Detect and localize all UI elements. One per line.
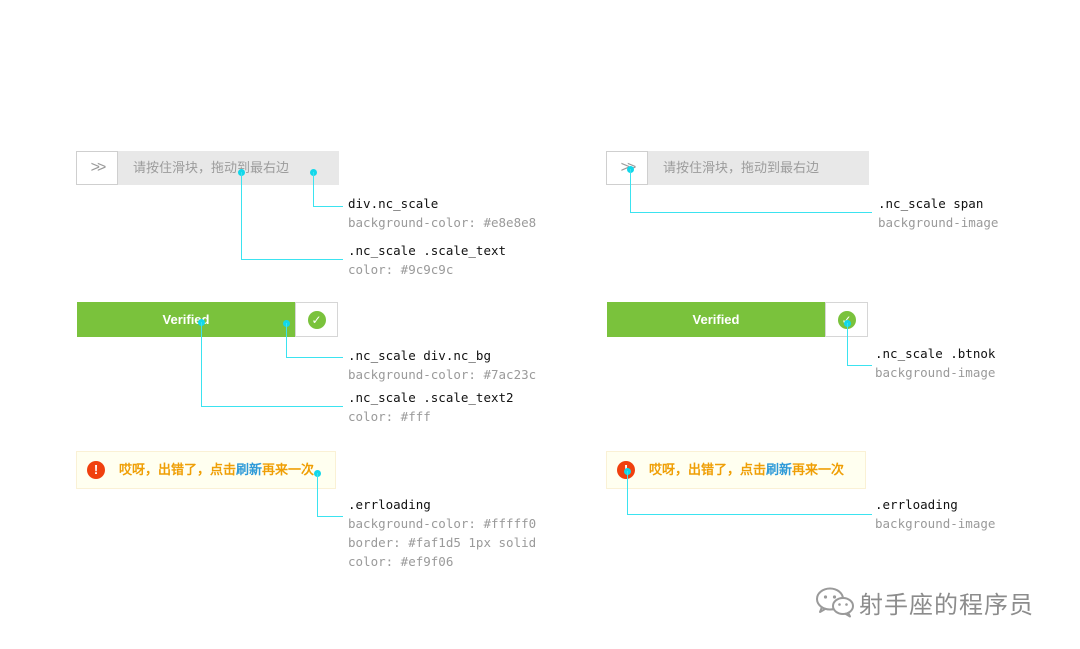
pointer-line [201,322,202,407]
watermark: 射手座的程序员 [815,582,1034,622]
refresh-link[interactable]: 刷新 [766,462,793,477]
note-property: background-color: #e8e8e8 [348,215,537,230]
verified-bar-left: Verified ✓ [77,302,338,337]
error-text: 哎呀，出错了，点击刷新再来一次 [119,452,314,488]
pointer-line [630,169,631,213]
error-text-before: 哎呀，出错了，点击 [649,462,767,477]
error-text-after: 再来一次 [792,462,845,477]
note-nc-scale: div.nc_scale background-color: #e8e8e8 [348,194,536,232]
verified-bar-right: Verified ✓ [607,302,868,337]
error-icon: ! [87,461,105,479]
check-circle-icon: ✓ [837,310,856,329]
pointer-line [317,516,343,517]
note-property: background-color: #fffff0 [348,516,537,531]
error-text-after: 再来一次 [262,462,315,477]
slider-handle[interactable]: >> [76,151,118,185]
note-selector: .nc_scale .scale_text2 [348,390,514,405]
scale-text: 请按住滑块，拖动到最右边 [133,160,290,175]
note-selector: .nc_scale .scale_text [348,243,507,258]
note-property: color: #fff [348,409,431,424]
note-btnok: .nc_scale .btnok background-image [875,344,995,382]
pointer-line [241,259,343,260]
refresh-link[interactable]: 刷新 [236,462,263,477]
pointer-line [847,365,872,366]
note-property: color: #9c9c9c [348,262,454,277]
note-property: background-image [878,215,999,230]
slider-right: >> 请按住滑块，拖动到最右边 [606,151,869,185]
nc-bg: Verified [607,302,825,337]
note-errloading-right: .errloading background-image [875,495,995,533]
pointer-line [241,172,242,260]
wechat-logo-icon [816,587,854,618]
pointer-line [317,473,318,517]
pointer-line [286,323,287,358]
pointer-line [627,514,872,515]
pointer-line [630,212,872,213]
scale-text2: Verified [692,312,740,327]
error-text-before: 哎呀，出错了，点击 [119,462,237,477]
error-text: 哎呀，出错了，点击刷新再来一次 [649,452,844,488]
slider-left: >> 请按住滑块，拖动到最右边 [76,151,339,185]
note-errloading-left: .errloading background-color: #fffff0 bo… [348,495,536,571]
pointer-line [847,323,848,366]
scale-text2: Verified [162,312,210,327]
watermark-text: 射手座的程序员 [859,590,1034,619]
pointer-line [201,406,343,407]
pointer-line [627,471,628,515]
check-circle-icon: ✓ [307,310,326,329]
note-property: background-image [875,516,996,531]
errloading-right: ! 哎呀，出错了，点击刷新再来一次 [606,451,866,489]
scale-text: 请按住滑块，拖动到最右边 [663,160,820,175]
pointer-line [313,206,343,207]
note-selector: .errloading [348,497,431,512]
note-span: .nc_scale span background-image [878,194,998,232]
note-property: background-image [875,365,996,380]
note-property: border: #faf1d5 1px solid [348,535,537,550]
nc-bg: Verified [77,302,295,337]
btnok: ✓ [825,302,868,337]
note-property: color: #ef9f06 [348,554,454,569]
note-scale-text: .nc_scale .scale_text color: #9c9c9c [348,241,506,279]
note-selector: .nc_scale .btnok [875,346,996,361]
btnok: ✓ [295,302,338,337]
note-selector: div.nc_scale [348,196,439,211]
note-property: background-color: #7ac23c [348,367,537,382]
note-nc-bg: .nc_scale div.nc_bg background-color: #7… [348,346,536,384]
errloading-left: ! 哎呀，出错了，点击刷新再来一次 [76,451,336,489]
pointer-line [286,357,343,358]
note-selector: .errloading [875,497,958,512]
note-scale-text2: .nc_scale .scale_text2 color: #fff [348,388,514,426]
pointer-line [313,172,314,207]
note-selector: .nc_scale div.nc_bg [348,348,491,363]
note-selector: .nc_scale span [878,196,984,211]
double-chevron-right-icon: >> [90,159,107,176]
